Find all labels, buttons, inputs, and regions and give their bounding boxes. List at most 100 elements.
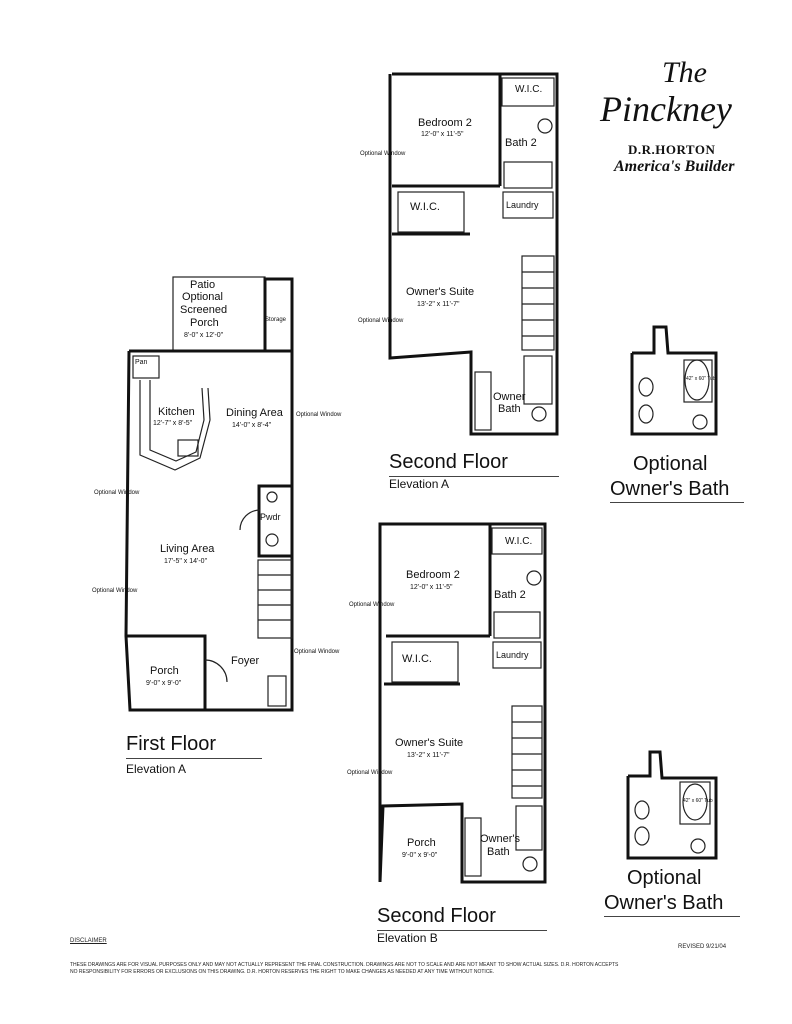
optional-bath-2-title-1: Optional xyxy=(627,867,702,889)
kitchen-counter xyxy=(139,380,211,471)
second-a-window-label-2: Optional Window xyxy=(358,318,404,324)
second-a-wic-top xyxy=(501,77,555,107)
second-a-window-label-1: Optional Window xyxy=(360,151,406,157)
first-porch-walls xyxy=(126,634,207,710)
first-floor-stairs xyxy=(257,559,293,639)
optional-bath-1-sink-1 xyxy=(638,377,654,397)
second-b-porch-label: Porch xyxy=(407,837,436,849)
optional-bath-2-plan: 42" x 60" Tub xyxy=(626,750,718,860)
first-window-label-dining: Optional Window xyxy=(296,412,342,418)
second-a-owner-bath-label-2: Bath xyxy=(498,403,521,415)
second-a-owner-tub xyxy=(523,355,553,405)
second-b-wic-top-label: W.I.C. xyxy=(505,536,532,547)
patio-label-2: Optional xyxy=(182,291,223,303)
kitchen-dimensions: 12'-7" x 8'-5" xyxy=(153,420,193,427)
brand-tagline: America's Builder xyxy=(614,158,735,175)
front-door-swing xyxy=(204,659,228,683)
optional-bath-2-walls xyxy=(626,750,718,860)
powder-door-swing xyxy=(239,509,261,531)
second-floor-b-rule xyxy=(377,930,547,931)
second-a-walls xyxy=(388,72,559,436)
second-floor-a-plan: W.I.C. Bedroom 2 12'-0" x 11'-5" Bath 2 … xyxy=(358,72,559,436)
first-window-label-living-1: Optional Window xyxy=(94,490,140,496)
patio-label-4: Porch xyxy=(190,317,219,329)
living-label: Living Area xyxy=(160,543,215,555)
second-b-laundry-label: Laundry xyxy=(496,650,529,660)
brand-company-logo: D.R.HORTON xyxy=(628,142,716,157)
optional-bath-1-title-1: Optional xyxy=(633,453,708,475)
second-b-window-label-1: Optional Window xyxy=(349,602,395,608)
disclaimer-title: DISCLAIMER xyxy=(70,938,107,944)
living-dimensions: 17'-5" x 14'-0" xyxy=(164,558,208,565)
second-b-owner-tub xyxy=(515,805,543,851)
foyer-label: Foyer xyxy=(231,655,259,667)
second-floor-a-rule xyxy=(389,476,559,477)
second-floor-b-plan: W.I.C. Bedroom 2 12'-0" x 11'-5" Bath 2 … xyxy=(347,522,547,884)
revised-date: REVISED 9/21/04 xyxy=(678,944,727,950)
pantry-label: Pan xyxy=(135,359,148,366)
first-floor-rule xyxy=(126,758,262,759)
second-a-bath2-toilet xyxy=(537,118,553,134)
second-a-laundry-label: Laundry xyxy=(506,200,539,210)
first-window-label-foyer: Optional Window xyxy=(294,649,340,655)
dining-dimensions: 14'-0" x 8'-4" xyxy=(232,422,272,429)
first-window-label-living-2: Optional Window xyxy=(92,588,138,594)
optional-bath-1-tub-frame xyxy=(683,359,713,403)
second-floor-a-title: Second Floor xyxy=(389,451,508,473)
second-b-owners-suite-dimensions: 13'-2" x 11'-7" xyxy=(407,752,450,759)
second-floor-b-elevation: Elevation B xyxy=(377,931,438,945)
second-b-bedroom2-label: Bedroom 2 xyxy=(406,569,460,581)
optional-bath-2-sink-1 xyxy=(634,800,650,820)
second-a-bedroom2-label: Bedroom 2 xyxy=(418,117,472,129)
optional-bath-2-title-2: Owner's Bath xyxy=(604,892,724,914)
optional-bath-1-tub-label: 42" x 60" Tub xyxy=(686,376,716,382)
second-b-bath2-label: Bath 2 xyxy=(494,589,526,601)
kitchen-label: Kitchen xyxy=(158,406,195,418)
second-b-bedroom2-dimensions: 12'-0" x 11'-5" xyxy=(410,584,453,591)
disclaimer-line-2: NO RESPONSIBILITY FOR ERRORS OR EXCLUSIO… xyxy=(70,969,495,975)
brand-the: The xyxy=(662,56,707,89)
optional-bath-2-tub-label: 42" x 60" Tub xyxy=(683,798,713,804)
patio-dimensions: 8'-0" x 12'-0" xyxy=(184,332,224,339)
second-b-walls xyxy=(378,522,547,884)
second-a-owner-toilet xyxy=(531,406,547,422)
optional-bath-2-rule xyxy=(604,916,740,917)
kitchen-sink xyxy=(177,439,199,457)
optional-bath-1-plan: 42" x 60" Tub xyxy=(630,325,718,436)
second-b-wic-top xyxy=(491,527,543,555)
optional-bath-1-title-2: Owner's Bath xyxy=(610,478,730,500)
storage-label: Storage xyxy=(265,317,287,323)
first-floor-elevation: Elevation A xyxy=(126,762,187,776)
second-b-bath2-toilet xyxy=(526,570,542,586)
first-floor-title: First Floor xyxy=(126,733,216,755)
coat-closet xyxy=(267,675,287,707)
second-b-laundry xyxy=(492,641,542,669)
optional-bath-1-walls xyxy=(630,325,718,436)
second-b-owner-toilet xyxy=(522,856,538,872)
storage-outline xyxy=(263,277,294,353)
second-a-stairs xyxy=(521,255,555,351)
second-a-owners-suite-dimensions: 13'-2" x 11'-7" xyxy=(417,301,460,308)
second-b-wic xyxy=(391,641,459,683)
second-b-owner-bath-label-2: Bath xyxy=(487,846,510,858)
second-a-wic-label: W.I.C. xyxy=(410,201,440,213)
optional-bath-1-rule xyxy=(610,502,744,503)
second-b-wic-label: W.I.C. xyxy=(402,653,432,665)
optional-bath-2-tub xyxy=(682,783,708,821)
optional-bath-1-sink-2 xyxy=(638,404,654,424)
optional-bath-2-sink-2 xyxy=(634,826,650,846)
pantry-box xyxy=(132,355,160,379)
second-a-tub xyxy=(503,161,553,189)
brand-plan-name: Pinckney xyxy=(600,89,732,129)
second-b-window-label-2: Optional Window xyxy=(347,770,393,776)
optional-bath-2-tub-frame xyxy=(679,781,711,825)
first-porch-dimensions: 9'-0" x 9'-0" xyxy=(146,680,182,687)
dining-label: Dining Area xyxy=(226,407,284,419)
second-a-bedroom2-dimensions: 12'-0" x 11'-5" xyxy=(421,131,464,138)
second-floor-a-elevation: Elevation A xyxy=(389,477,450,491)
second-b-stairs xyxy=(511,705,543,799)
patio-label-1: Patio xyxy=(190,279,215,291)
second-floor-b-title: Second Floor xyxy=(377,905,496,927)
first-porch-label: Porch xyxy=(150,665,179,677)
second-b-owner-bath-label-1: Owner's xyxy=(480,833,520,845)
